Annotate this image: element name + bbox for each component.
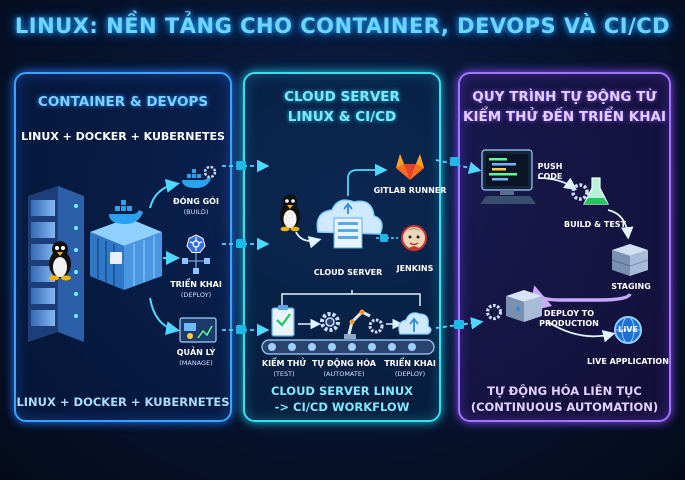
middle-footer-line1: CLOUD SERVER LINUX [270,384,414,398]
step-deploy-sub: (DEPLOY) [180,291,212,299]
cloud-server-icon [316,199,383,249]
deploy-label-line2: PRODUCTION [539,319,599,328]
linux-penguin-icon-cloud [280,194,300,232]
step-build-sub: (BUILD) [183,208,209,216]
gear-icon-small [368,318,384,334]
push-label-line1: PUSH [537,162,563,171]
page-title: LINUX: NỀN TẢNG CHO CONTAINER, DEVOPS VÀ… [14,14,671,38]
gear-icon-build [571,183,589,201]
staging-server-icon [611,244,649,276]
robot-arm-icon [344,309,371,339]
test-clipboard-icon [271,305,295,337]
middle-heading-line1: CLOUD SERVER [284,89,400,105]
panel-connector-middle [222,237,270,251]
right-heading-line2: KIỂM THỬ ĐẾN TRIỂN KHAI [463,109,666,125]
jenkins-label: JENKINS [396,264,434,273]
panel-connector-right-bottom [435,316,484,330]
container-cube-icon [90,218,162,290]
live-app-label: LIVE APPLICATION [587,357,669,366]
gitlab-icon [396,154,424,180]
pipeline-test-sub: (TEST) [273,370,295,378]
panel-connector-top [222,159,270,173]
left-heading: CONTAINER & DEVOPS [37,94,209,110]
cloud-server-label: CLOUD SERVER [313,268,383,277]
gear-icon [320,312,340,332]
flask-icon [583,177,609,205]
middle-heading-line2: LINUX & CI/CD [287,109,397,125]
step-manage-sub: (MANAGE) [179,359,213,367]
left-footer: LINUX + DOCKER + KUBERNETES [16,395,230,409]
jenkins-icon [401,225,427,251]
step-manage-label: QUẢN LÝ [176,348,216,357]
right-footer-line1: TỰ ĐỘNG HÓA LIÊN TỤC [487,384,642,398]
cloud-deploy-icon [398,312,432,335]
kubernetes-icon [186,234,206,253]
gitlab-runner-label: GITLAB RUNNER [373,186,447,195]
pipeline-automate-sub: (AUTOMATE) [323,370,365,378]
conveyor-belt [261,339,435,355]
middle-footer-line2: -> CI/CD WORKFLOW [274,400,410,414]
push-label-line2: CODE [537,172,563,181]
pipeline-deploy-sub: (DEPLOY) [394,370,426,378]
step-deploy-label: TRIỂN KHAI [170,280,222,289]
docker-whale-icon [109,200,143,224]
build-test-label: BUILD & TEST [564,220,626,229]
docker-build-icon [182,165,217,188]
live-globe-icon [614,316,642,344]
production-server-icon [506,290,542,322]
left-subheading: LINUX + DOCKER + KUBERNETES [21,130,225,143]
gear-icon-deploy [485,303,503,321]
server-rack-icon [28,186,84,342]
step-build-label: ĐÓNG GÓI [173,197,219,206]
panel-connector-right-top [435,157,482,175]
pipeline-deploy-label: TRIỂN KHAI [384,359,436,368]
panel-connector-bottom [222,323,270,337]
pipeline-automate-label: TỰ ĐỘNG HÓA [312,359,376,368]
pipeline-test-label: KIỂM THỬ [261,359,307,368]
dashboard-icon [179,317,217,343]
linux-penguin-icon [49,241,71,281]
code-computer-icon [480,149,536,204]
deploy-label-line1: DEPLOY TO [543,309,595,318]
right-heading-line1: QUY TRÌNH TỰ ĐỘNG TỪ [472,89,657,105]
connector-node-jenkins [376,234,398,242]
right-footer-line2: (CONTINUOUS AUTOMATION) [470,400,659,414]
live-badge: LIVE [618,325,638,334]
cluster-nodes-icon [182,253,210,274]
staging-label: STAGING [611,282,651,291]
